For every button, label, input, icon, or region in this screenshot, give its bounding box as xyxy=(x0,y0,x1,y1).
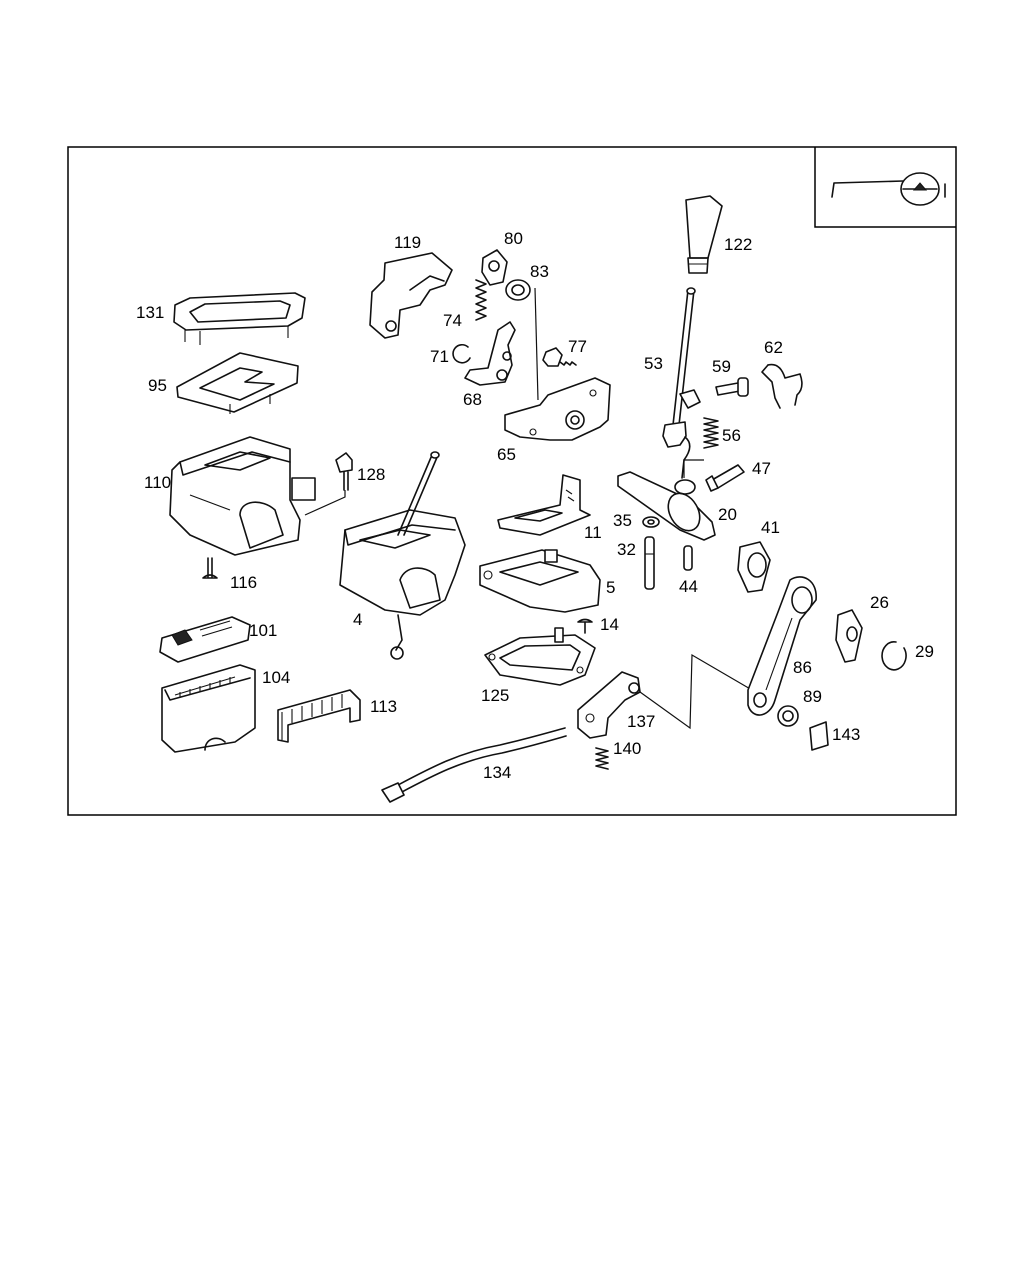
part-101-switch-unit xyxy=(159,616,251,663)
callout-113: 113 xyxy=(370,697,397,716)
part-26-cap xyxy=(835,609,863,663)
part-32-pin xyxy=(644,536,655,590)
callout-101: 101 xyxy=(249,621,277,640)
part-56-spring xyxy=(703,417,719,449)
callout-4: 4 xyxy=(353,610,362,629)
callout-104: 104 xyxy=(262,668,290,687)
part-143-clip xyxy=(809,721,829,751)
diagram-frame xyxy=(67,146,957,816)
part-140-spring xyxy=(595,747,609,770)
part-29-circlip xyxy=(881,641,907,671)
callout-119: 119 xyxy=(394,233,421,252)
callout-62: 62 xyxy=(764,338,783,357)
part-68-lever xyxy=(464,321,516,386)
part-113-cover xyxy=(277,689,361,743)
part-116-screw xyxy=(202,557,218,579)
callout-74: 74 xyxy=(443,311,462,330)
part-122-shift-knob xyxy=(685,195,723,274)
part-20-selector-shaft xyxy=(617,471,716,541)
callout-11: 11 xyxy=(584,523,602,542)
callout-5: 5 xyxy=(606,578,615,597)
callout-71: 71 xyxy=(430,347,449,366)
part-11-gate-plate xyxy=(497,474,591,536)
part-110-selector-housing xyxy=(169,436,316,556)
part-53-shift-lever xyxy=(662,287,701,479)
callout-125: 125 xyxy=(481,686,509,705)
part-71-snap-ring xyxy=(452,344,471,364)
leader-56 xyxy=(683,459,704,478)
callout-20: 20 xyxy=(718,505,737,524)
leader-83 xyxy=(534,287,539,401)
callout-128: 128 xyxy=(357,465,385,484)
callout-59: 59 xyxy=(712,357,731,376)
part-131-trim-frame xyxy=(173,292,306,345)
part-74-spring xyxy=(475,279,487,321)
callout-68: 68 xyxy=(463,390,482,409)
callout-77: 77 xyxy=(568,337,587,356)
part-59-pin xyxy=(715,377,749,397)
callout-89: 89 xyxy=(803,687,822,706)
callout-29: 29 xyxy=(915,642,934,661)
callout-86: 86 xyxy=(793,658,812,677)
callout-122: 122 xyxy=(724,235,752,254)
steering-wheel-icon xyxy=(814,147,956,228)
callout-44: 44 xyxy=(679,577,698,596)
part-5-base-bracket xyxy=(479,549,601,613)
part-47-detent-pin xyxy=(705,464,745,492)
part-137-bracket xyxy=(577,671,641,739)
callout-143: 143 xyxy=(832,725,860,744)
callout-32: 32 xyxy=(617,540,636,559)
callout-140: 140 xyxy=(613,739,641,758)
callout-134: 134 xyxy=(483,763,511,782)
part-35-washer xyxy=(642,516,660,528)
part-125-mounting-frame xyxy=(484,627,596,686)
callout-labels: 131 95 110 128 116 119 80 83 74 71 68 77… xyxy=(136,229,934,782)
part-95-shift-gate-plate xyxy=(176,352,299,414)
callout-95: 95 xyxy=(148,376,167,395)
callout-47: 47 xyxy=(752,459,771,478)
part-104-control-module xyxy=(161,664,256,753)
callout-14: 14 xyxy=(600,615,619,634)
part-62-spring-clip xyxy=(761,363,803,409)
part-134-cable-rod xyxy=(381,727,567,803)
callout-53: 53 xyxy=(644,354,663,373)
part-89-bushing xyxy=(777,705,799,727)
callout-56: 56 xyxy=(722,426,741,445)
leader-137-86 xyxy=(639,653,753,730)
callout-116: 116 xyxy=(230,573,257,592)
callout-110: 110 xyxy=(144,473,171,492)
callout-35: 35 xyxy=(613,511,632,530)
part-41-cam xyxy=(737,541,771,593)
callout-83: 83 xyxy=(530,262,549,281)
part-119-bracket xyxy=(369,252,453,339)
part-86-selector-lever xyxy=(747,576,817,716)
callout-80: 80 xyxy=(504,229,523,248)
part-14-fastener xyxy=(577,618,593,634)
callout-137: 137 xyxy=(627,712,655,731)
callout-26: 26 xyxy=(870,593,889,612)
leader-128 xyxy=(304,490,346,516)
callout-131: 131 xyxy=(136,303,164,322)
part-4-shifter-assembly xyxy=(339,451,466,660)
part-44-pin xyxy=(683,545,693,571)
callout-65: 65 xyxy=(497,445,516,464)
part-77-screw xyxy=(542,347,577,367)
part-80-clip xyxy=(481,249,508,286)
callout-41: 41 xyxy=(761,518,780,537)
part-65-mounting-plate xyxy=(504,377,611,441)
part-83-bushing xyxy=(505,279,531,301)
part-128-bolt xyxy=(335,452,353,491)
